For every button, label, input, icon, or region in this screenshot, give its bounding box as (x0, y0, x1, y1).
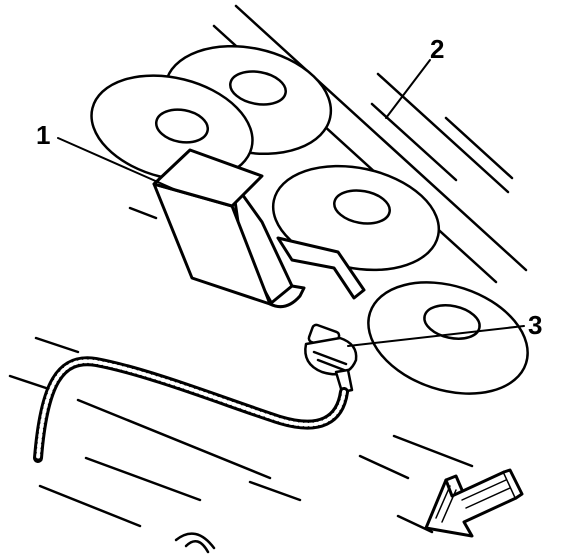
bottom-feature (174, 532, 216, 554)
sensor-bracket (276, 236, 366, 300)
connector (304, 323, 358, 394)
pad-middle-hole (333, 189, 391, 225)
callout-2: 2 (430, 34, 444, 64)
pad-bottom-hole (423, 304, 481, 340)
callout-3: 3 (528, 310, 542, 340)
wire-harness (33, 356, 349, 463)
pad-left-hole (154, 108, 210, 144)
leader-lines (57, 59, 525, 347)
leader-2 (385, 59, 431, 119)
sensor-module (152, 148, 366, 309)
round-pads (90, 44, 529, 395)
sensor-top-face (152, 148, 264, 208)
pad-top-hole (229, 70, 287, 106)
arrow-front-of-vehicle-icon (424, 468, 524, 538)
leader-3 (347, 325, 525, 347)
sensor-plug (268, 284, 306, 309)
callout-1: 1 (36, 120, 50, 150)
leader-1 (57, 137, 177, 191)
